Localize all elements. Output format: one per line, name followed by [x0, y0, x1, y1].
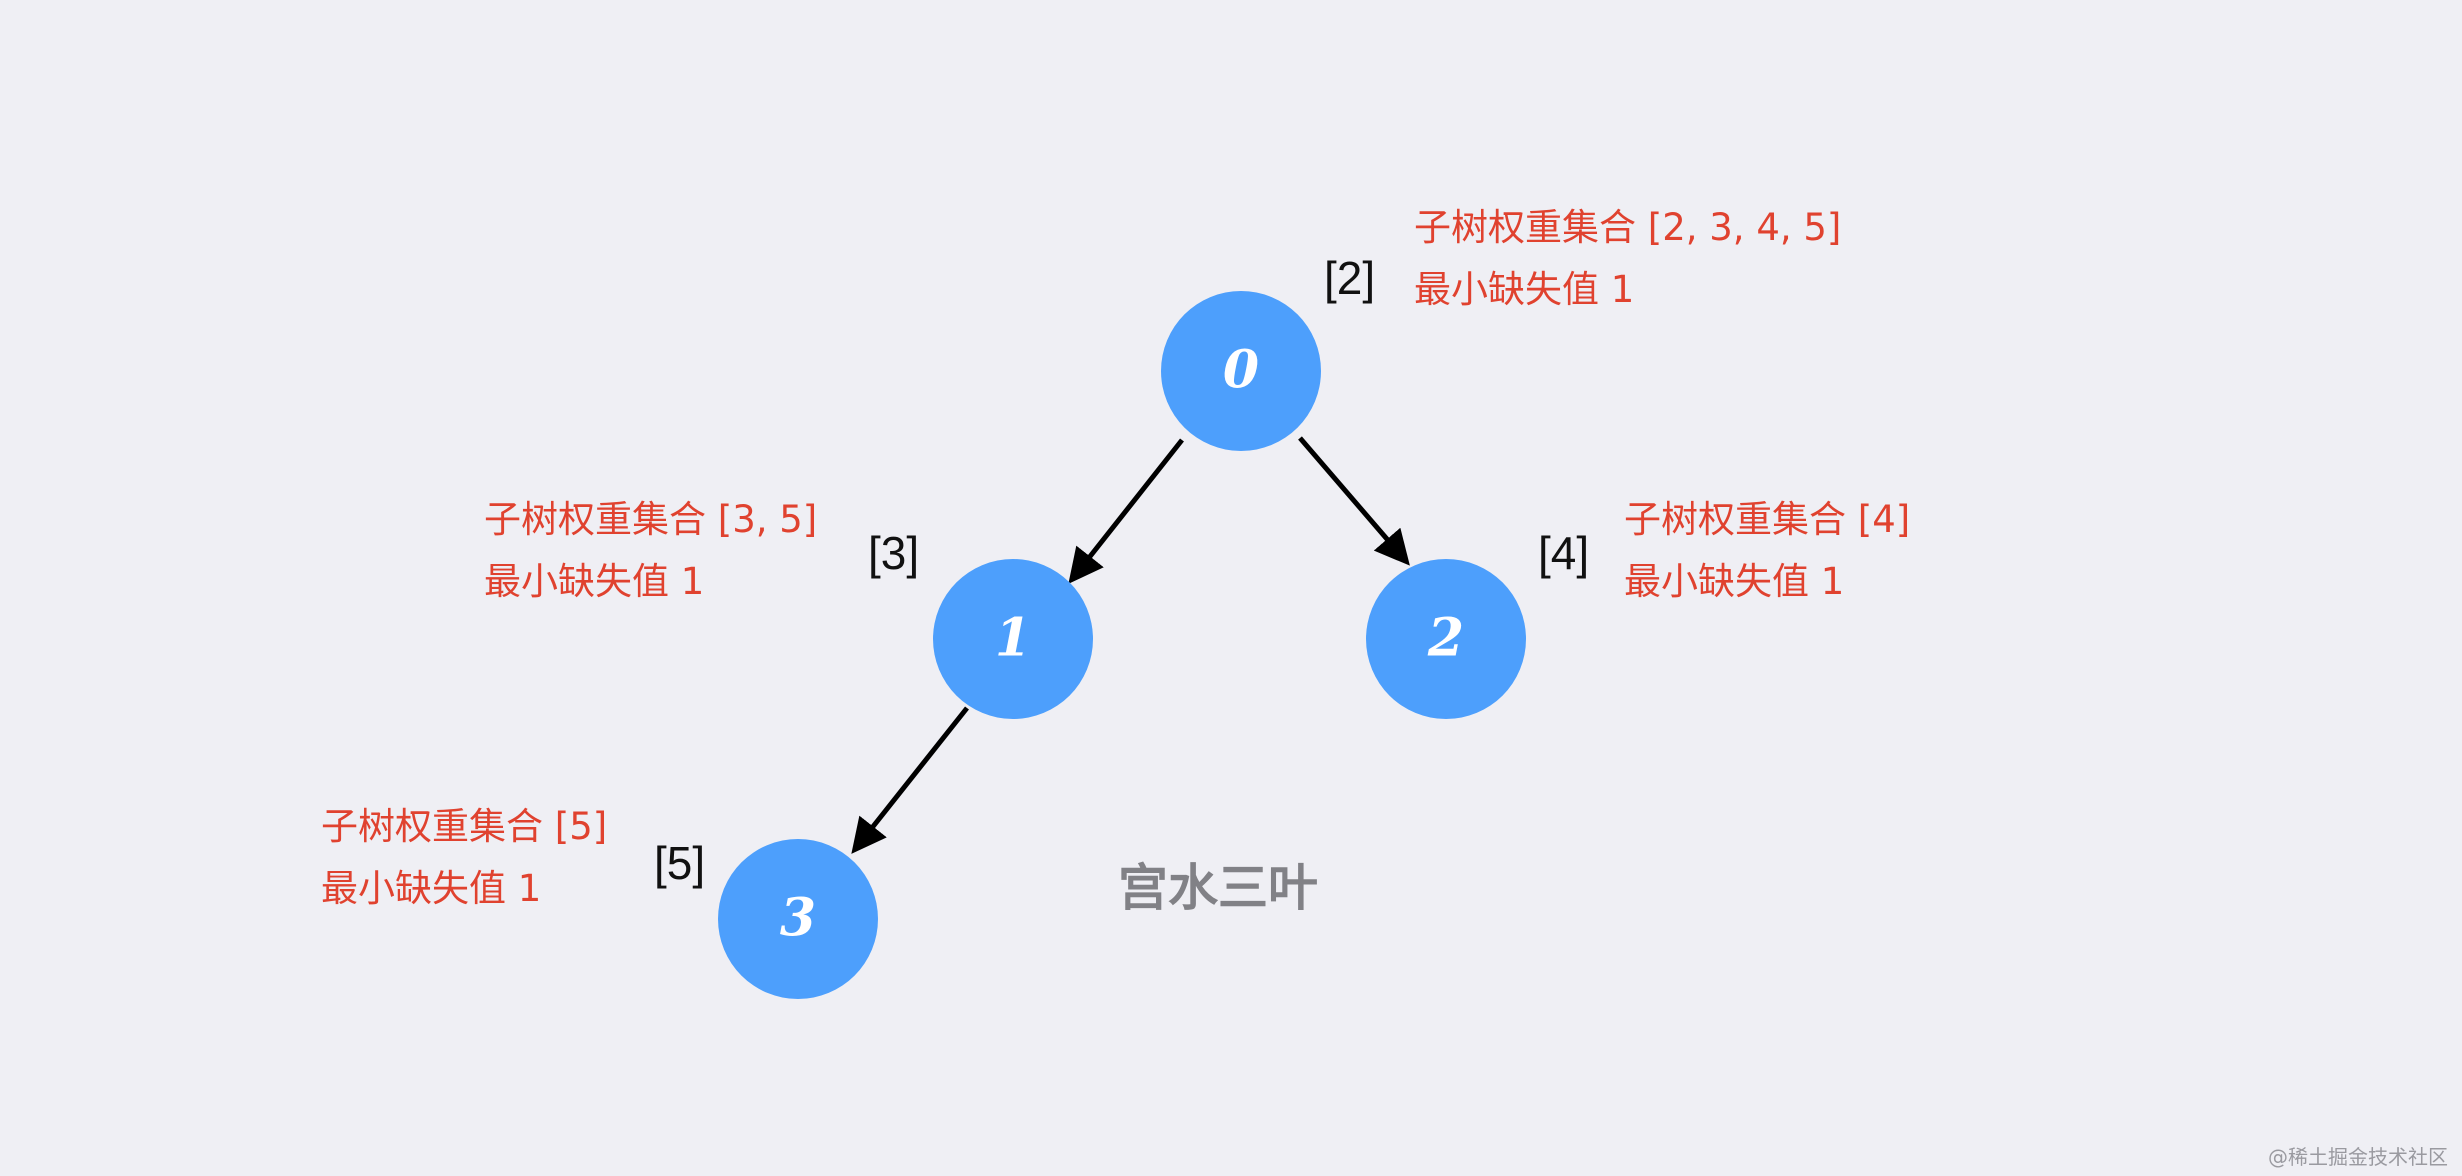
min-missing-value: 最小缺失值 1 — [321, 867, 542, 910]
edge-1-3 — [851, 706, 969, 854]
node-circle — [1366, 559, 1526, 719]
min-missing-value: 最小缺失值 1 — [1624, 560, 1845, 603]
site-watermark: @稀土掘金技术社区 — [2268, 1145, 2448, 1169]
node-3-annotation: 子树权重集合 [5] 最小缺失值 1 — [321, 796, 607, 920]
edge-0-2 — [1298, 436, 1410, 566]
min-missing-value: 最小缺失值 1 — [484, 560, 705, 603]
node-label: 3 — [780, 888, 816, 949]
tree-node-1: 1 — [933, 559, 1093, 719]
node-2-annotation: 子树权重集合 [4] 最小缺失值 1 — [1624, 489, 1910, 613]
node-circle — [1161, 291, 1321, 451]
node-circle — [718, 839, 878, 999]
node-3-weight: [5] — [654, 837, 706, 889]
node-label: 1 — [995, 608, 1031, 669]
tree-node-0: 0 — [1161, 291, 1321, 451]
node-0-weight: [2] — [1324, 252, 1376, 304]
subtree-weight-set: 子树权重集合 [4] — [1624, 498, 1911, 541]
node-circle — [933, 559, 1093, 719]
edge-0-1 — [1068, 438, 1184, 584]
tree-node-2: 2 — [1366, 559, 1526, 719]
tree-node-3: 3 — [718, 839, 878, 999]
min-missing-value: 最小缺失值 1 — [1414, 268, 1635, 311]
subtree-weight-set: 子树权重集合 [5] — [321, 805, 608, 848]
node-1-annotation: 子树权重集合 [3, 5] 最小缺失值 1 — [484, 489, 817, 613]
node-0-annotation: 子树权重集合 [2, 3, 4, 5] 最小缺失值 1 — [1414, 197, 1841, 321]
node-label: 0 — [1223, 340, 1259, 401]
node-1-weight: [3] — [868, 527, 920, 579]
node-label: 2 — [1427, 608, 1464, 669]
author-watermark: 宫水三叶 — [1118, 858, 1318, 917]
subtree-weight-set: 子树权重集合 [3, 5] — [484, 498, 818, 541]
subtree-weight-set: 子树权重集合 [2, 3, 4, 5] — [1414, 206, 1842, 249]
node-2-weight: [4] — [1538, 527, 1590, 579]
